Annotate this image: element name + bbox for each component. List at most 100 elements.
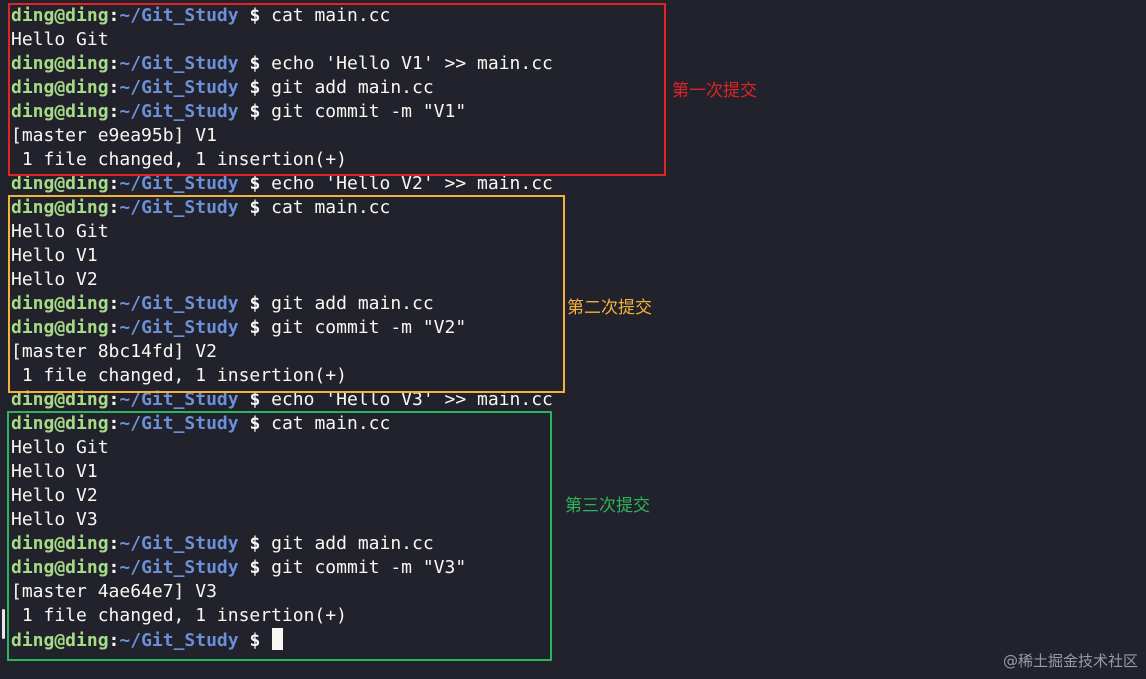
prompt-user-host: ding@ding <box>11 173 109 194</box>
prompt-colon: : <box>108 5 120 26</box>
output-line: Hello Git <box>11 220 109 244</box>
output-line: 1 file changed, 1 insertion(+) <box>11 148 347 172</box>
prompt-path: ~/Git_Study <box>119 197 239 218</box>
prompt-path: ~/Git_Study <box>119 533 239 554</box>
prompt-line: ding@ding:~/Git_Study $ cat main.cc <box>11 412 390 436</box>
output-line: Hello V2 <box>11 268 98 292</box>
prompt-dollar: $ <box>238 173 272 194</box>
prompt-line: ding@ding:~/Git_Study $ git add main.cc <box>11 532 434 556</box>
commit-1-label: 第一次提交 <box>672 81 757 101</box>
prompt-path: ~/Git_Study <box>119 413 239 434</box>
prompt-dollar: $ <box>238 630 272 651</box>
command-text: echo 'Hello V3' >> main.cc <box>271 389 553 410</box>
prompt-path: ~/Git_Study <box>119 173 239 194</box>
prompt-user-host: ding@ding <box>11 197 109 218</box>
commit-3-highlight-box <box>7 411 552 661</box>
command-text: cat main.cc <box>271 413 391 434</box>
output-text: Hello V3 <box>11 509 98 530</box>
prompt-line: ding@ding:~/Git_Study $ echo 'Hello V2' … <box>11 172 553 196</box>
prompt-line: ding@ding:~/Git_Study $ git commit -m "V… <box>11 556 466 580</box>
prompt-line: ding@ding:~/Git_Study $ cat main.cc <box>11 4 390 28</box>
prompt-user-host: ding@ding <box>11 5 109 26</box>
output-line: 1 file changed, 1 insertion(+) <box>11 604 347 628</box>
prompt-path: ~/Git_Study <box>119 293 239 314</box>
prompt-colon: : <box>108 77 120 98</box>
prompt-user-host: ding@ding <box>11 53 109 74</box>
output-line: [master 4ae64e7] V3 <box>11 580 217 604</box>
prompt-colon: : <box>108 197 120 218</box>
prompt-line: ding@ding:~/Git_Study $ cat main.cc <box>11 196 390 220</box>
command-text: git commit -m "V3" <box>271 557 467 578</box>
output-text: Hello Git <box>11 29 109 50</box>
prompt-line: ding@ding:~/Git_Study $ git add main.cc <box>11 76 434 100</box>
prompt-dollar: $ <box>238 197 272 218</box>
command-text: git add main.cc <box>271 77 434 98</box>
commit-1-highlight-box <box>8 3 666 176</box>
prompt-path: ~/Git_Study <box>119 389 239 410</box>
prompt-line: ding@ding:~/Git_Study $ git commit -m "V… <box>11 100 466 124</box>
terminal-cursor <box>272 628 284 650</box>
prompt-user-host: ding@ding <box>11 533 109 554</box>
prompt-dollar: $ <box>238 293 272 314</box>
prompt-dollar: $ <box>238 5 272 26</box>
prompt-user-host: ding@ding <box>11 101 109 122</box>
output-text: [master 4ae64e7] V3 <box>11 581 217 602</box>
prompt-dollar: $ <box>238 101 272 122</box>
prompt-colon: : <box>108 53 120 74</box>
output-line: Hello Git <box>11 436 109 460</box>
prompt-path: ~/Git_Study <box>119 77 239 98</box>
prompt-colon: : <box>108 630 120 651</box>
prompt-dollar: $ <box>238 533 272 554</box>
output-text: Hello V1 <box>11 245 98 266</box>
prompt-path: ~/Git_Study <box>119 53 239 74</box>
prompt-user-host: ding@ding <box>11 293 109 314</box>
prompt-line: ding@ding:~/Git_Study $ <box>11 628 284 652</box>
prompt-colon: : <box>108 389 120 410</box>
prompt-user-host: ding@ding <box>11 630 109 651</box>
output-text: 1 file changed, 1 insertion(+) <box>11 605 347 626</box>
command-text: echo 'Hello V1' >> main.cc <box>271 53 553 74</box>
prompt-dollar: $ <box>238 389 272 410</box>
watermark-text: @稀土掘金技术社区 <box>1002 652 1138 670</box>
prompt-line: ding@ding:~/Git_Study $ echo 'Hello V3' … <box>11 388 553 412</box>
prompt-dollar: $ <box>238 317 272 338</box>
output-text: Hello V2 <box>11 269 98 290</box>
prompt-dollar: $ <box>238 77 272 98</box>
output-text: Hello V1 <box>11 461 98 482</box>
prompt-line: ding@ding:~/Git_Study $ git commit -m "V… <box>11 316 466 340</box>
output-text: 1 file changed, 1 insertion(+) <box>11 149 347 170</box>
prompt-user-host: ding@ding <box>11 413 109 434</box>
prompt-user-host: ding@ding <box>11 389 109 410</box>
prompt-colon: : <box>108 413 120 434</box>
prompt-line: ding@ding:~/Git_Study $ git add main.cc <box>11 292 434 316</box>
prompt-path: ~/Git_Study <box>119 557 239 578</box>
command-text: git commit -m "V1" <box>271 101 467 122</box>
command-text: cat main.cc <box>271 5 391 26</box>
prompt-colon: : <box>108 317 120 338</box>
output-line: Hello Git <box>11 28 109 52</box>
prompt-dollar: $ <box>238 53 272 74</box>
output-text: [master 8bc14fd] V2 <box>11 341 217 362</box>
prompt-colon: : <box>108 533 120 554</box>
prompt-dollar: $ <box>238 413 272 434</box>
command-text: git add main.cc <box>271 533 434 554</box>
output-line: Hello V2 <box>11 484 98 508</box>
prompt-colon: : <box>108 557 120 578</box>
prompt-user-host: ding@ding <box>11 557 109 578</box>
commit-2-highlight-box <box>8 195 565 393</box>
prompt-user-host: ding@ding <box>11 77 109 98</box>
commit-3-label: 第三次提交 <box>565 496 650 516</box>
command-text: git commit -m "V2" <box>271 317 467 338</box>
output-line: Hello V1 <box>11 244 98 268</box>
prompt-colon: : <box>108 173 120 194</box>
command-text: cat main.cc <box>271 197 391 218</box>
prompt-line: ding@ding:~/Git_Study $ echo 'Hello V1' … <box>11 52 553 76</box>
prompt-colon: : <box>108 101 120 122</box>
output-line: [master 8bc14fd] V2 <box>11 340 217 364</box>
prompt-path: ~/Git_Study <box>119 101 239 122</box>
output-line: Hello V3 <box>11 508 98 532</box>
output-text: Hello Git <box>11 437 109 458</box>
commit-2-label: 第二次提交 <box>567 298 652 318</box>
command-text: git add main.cc <box>271 293 434 314</box>
